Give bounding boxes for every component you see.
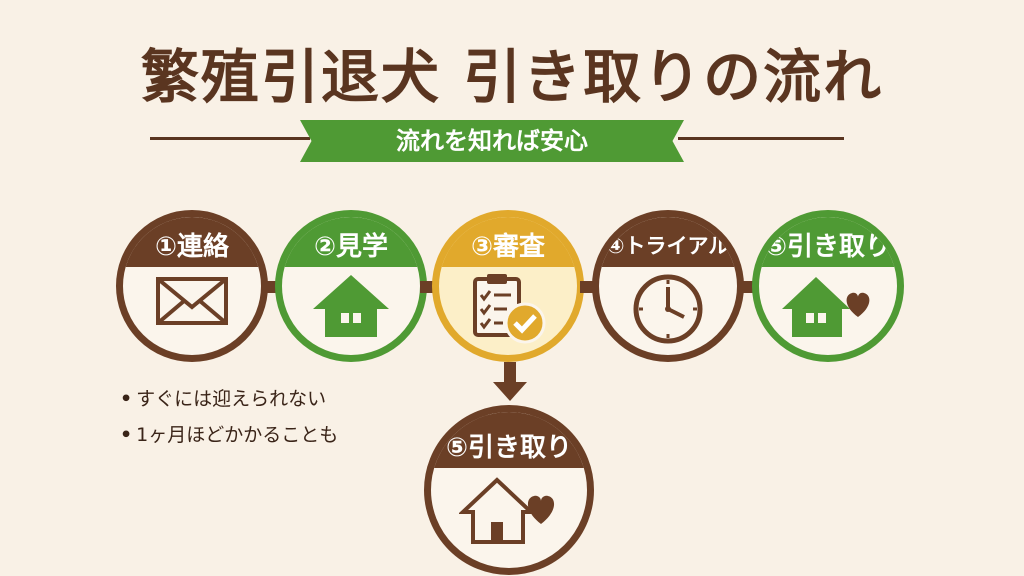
clock-icon: [633, 274, 703, 344]
step-label: ④トライアル: [599, 217, 737, 267]
envelope-icon: [156, 277, 228, 325]
step-label: ②見学: [282, 217, 420, 267]
step-visit: ②見学: [275, 210, 427, 362]
house-heart-icon: [459, 477, 555, 544]
step-label: ①連絡: [123, 217, 261, 267]
step-screening: ③審査: [432, 210, 584, 362]
note-item: •すぐには迎えられない: [120, 388, 327, 410]
subtitle-banner: 流れを知れば安心: [300, 120, 684, 162]
page-title: 繁殖引退犬 引き取りの流れ: [140, 43, 884, 111]
note-text: すぐには迎えられない: [136, 388, 327, 410]
step-contact: ①連絡: [116, 210, 268, 362]
note-text: 1ヶ月ほどかかることも: [136, 424, 339, 446]
step-trial: ④トライアル: [592, 210, 744, 362]
house-heart-icon: [782, 277, 870, 337]
step-label: ⑤引き取り: [759, 217, 897, 267]
arrow-down-icon: [493, 362, 527, 401]
title-rule-right: [678, 137, 844, 140]
step-adoption-bottom: ⑤引き取り: [424, 405, 594, 575]
step-label: ③審査: [439, 217, 577, 267]
step-adoption: ⑤引き取り: [752, 210, 904, 362]
note-item: •1ヶ月ほどかかることも: [120, 424, 339, 446]
title-rule-left: [150, 137, 310, 140]
checklist-icon: [473, 274, 546, 344]
step-label: ⑤引き取り: [431, 412, 587, 468]
house-icon: [313, 275, 389, 337]
subtitle-text: 流れを知れば安心: [396, 127, 588, 155]
